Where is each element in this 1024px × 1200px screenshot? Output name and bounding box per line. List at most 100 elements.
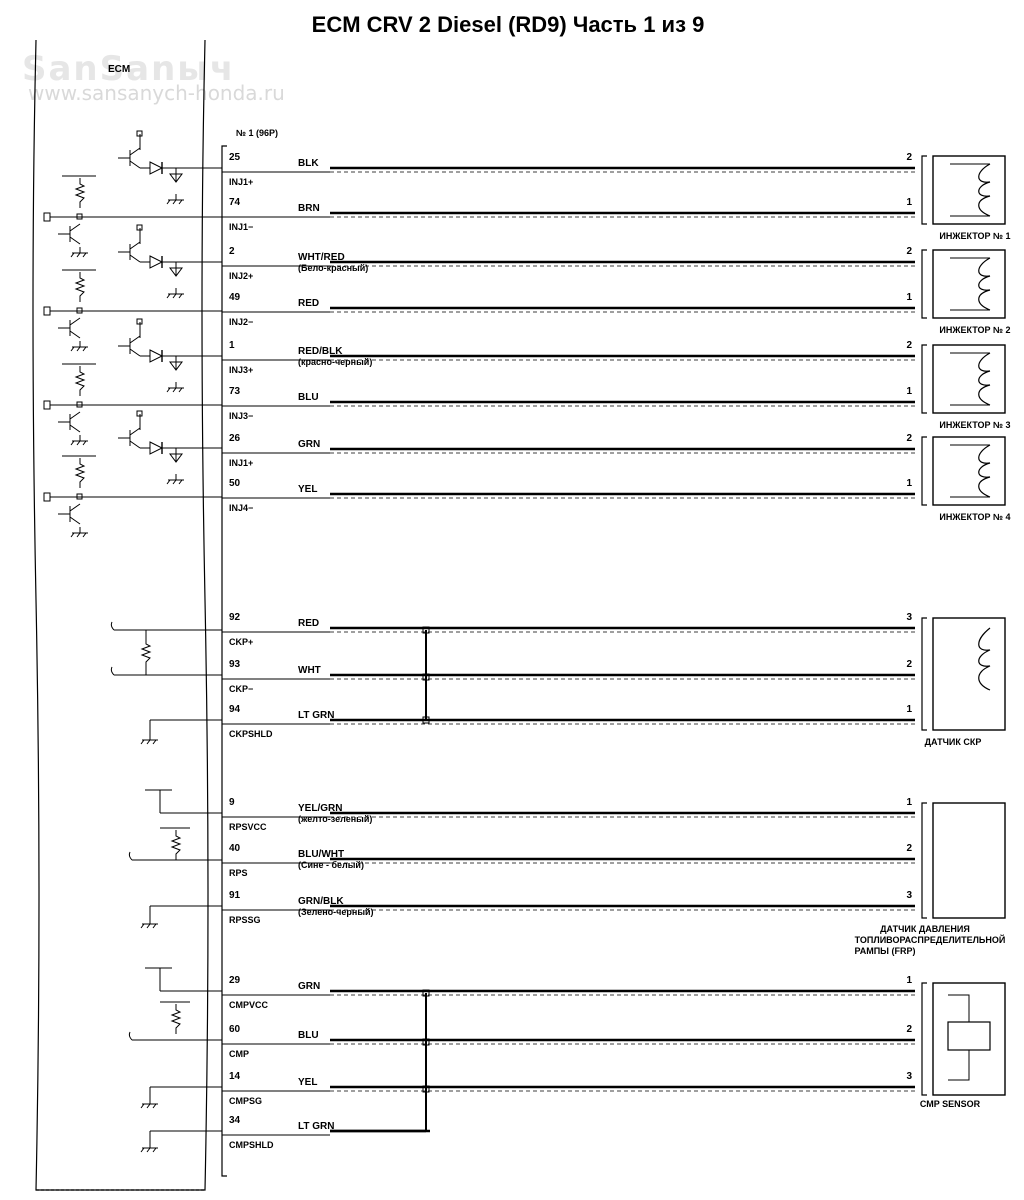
junction-dot: [76, 307, 83, 314]
component-bracket: [921, 617, 927, 731]
component-pin-number: 2: [906, 246, 912, 257]
wire-color-label: BLK: [298, 158, 319, 169]
wire-color-label: RED/BLK: [298, 346, 343, 357]
transistor-icon: [118, 335, 141, 357]
wire-signal-label: INJ1+: [229, 458, 253, 468]
wire-signal-label: CKP+: [229, 637, 253, 647]
wire-color-label: YEL: [298, 1077, 317, 1088]
resistor-icon: [74, 458, 86, 488]
wire-signal-label: RPSVCC: [229, 822, 267, 832]
component-bracket: [921, 249, 927, 319]
component-label: ИНЖЕКТОР № 3: [939, 420, 1010, 430]
zener-icon: [169, 267, 183, 277]
cmp-input-circuit: [128, 967, 222, 1153]
resistor-icon: [74, 272, 86, 302]
wire-pin-number: 50: [229, 478, 241, 489]
resistor-icon: [170, 830, 182, 860]
wire-color-label: BLU: [298, 1030, 319, 1041]
component-label: РАМПЫ (FRP): [855, 946, 916, 956]
watermark-url: www.sansanych-honda.ru: [28, 81, 285, 105]
wire-group: 25INJ1+BLK274INJ1−BRN12INJ2+WHT/RED(Бело…: [222, 152, 915, 1150]
diode-icon: [149, 441, 164, 455]
wire-color-note: (Зелено-черный): [298, 907, 374, 917]
transistor-icon: [118, 241, 141, 263]
watermark-name: SanSanыч: [22, 49, 235, 89]
wire-color-note: (красно-черный): [298, 357, 372, 367]
input-line: [128, 851, 222, 861]
resistor-icon: [140, 638, 152, 668]
coil-leads: [950, 163, 990, 217]
component-label: ДАТЧИК СКР: [925, 737, 982, 747]
wire-signal-label: INJ2−: [229, 317, 253, 327]
wire-signal-label: INJ4−: [229, 503, 253, 513]
wire-color-label: GRN: [298, 439, 320, 450]
supply-dot: [136, 224, 143, 231]
wire-pin-number: 1: [229, 340, 235, 351]
junction-dot: [422, 989, 430, 997]
coil-icon: [978, 257, 991, 311]
component-pin-number: 1: [906, 478, 912, 489]
sensor-leads: [948, 994, 970, 1081]
component-pin-number: 1: [906, 292, 912, 303]
wire-color-note: (Сине - белый): [298, 860, 364, 870]
wire-signal-label: INJ3−: [229, 411, 253, 421]
injector-driver-circuit: [43, 130, 222, 258]
ground-icon: [166, 194, 184, 205]
component-label: ДАТЧИК ДАВЛЕНИЯ: [880, 924, 970, 934]
wire-color-label: YEL/GRN: [298, 803, 342, 814]
terminal-icon: [43, 212, 51, 222]
junction-dot: [422, 626, 430, 634]
wire-pin-number: 92: [229, 612, 241, 623]
junction-dot: [422, 673, 430, 681]
injector-component: ИНЖЕКТОР № 3: [921, 344, 1011, 430]
wire-signal-label: INJ2+: [229, 271, 253, 281]
coil-leads: [950, 257, 990, 311]
diode-icon: [149, 349, 164, 363]
terminal-icon: [43, 400, 51, 410]
coil-leads: [950, 352, 990, 406]
component-bracket: [921, 436, 927, 506]
injector-component: ИНЖЕКТОР № 4: [921, 436, 1011, 522]
component-bracket: [921, 982, 927, 1096]
connector-label: № 1 (96P): [236, 128, 278, 138]
input-line: [110, 621, 222, 631]
component-pin-number: 2: [906, 1024, 912, 1035]
component-label: ТОПЛИВОРАСПРЕДЕЛИТЕЛЬНОЙ: [855, 934, 1006, 945]
component-pin-number: 1: [906, 197, 912, 208]
ecm-label: ECM: [108, 64, 130, 75]
transistor-icon: [118, 147, 141, 169]
component-label: ИНЖЕКТОР № 1: [939, 231, 1010, 241]
ground-icon: [140, 1142, 158, 1153]
cmp-sensor: CMP SENSOR: [920, 982, 1006, 1109]
wire-color-label: WHT: [298, 665, 321, 676]
component-box: [932, 436, 1006, 506]
wire-pin-number: 2: [229, 246, 235, 257]
junction-dot: [76, 213, 83, 220]
wire-color-label: GRN/BLK: [298, 896, 344, 907]
injector-component: ИНЖЕКТОР № 1: [921, 155, 1011, 241]
wire-color-label: LT GRN: [298, 710, 334, 721]
component-label: ИНЖЕКТОР № 4: [939, 512, 1010, 522]
resistor-icon: [170, 1004, 182, 1034]
diode-icon: [149, 161, 164, 175]
ground-icon: [140, 1098, 158, 1109]
component-box: [932, 802, 1006, 919]
resistor-icon: [74, 178, 86, 208]
component-pin-number: 1: [906, 704, 912, 715]
ground-icon: [140, 918, 158, 929]
wire-pin-number: 93: [229, 659, 241, 670]
input-line: [128, 1031, 222, 1041]
transistor-icon: [118, 427, 141, 449]
